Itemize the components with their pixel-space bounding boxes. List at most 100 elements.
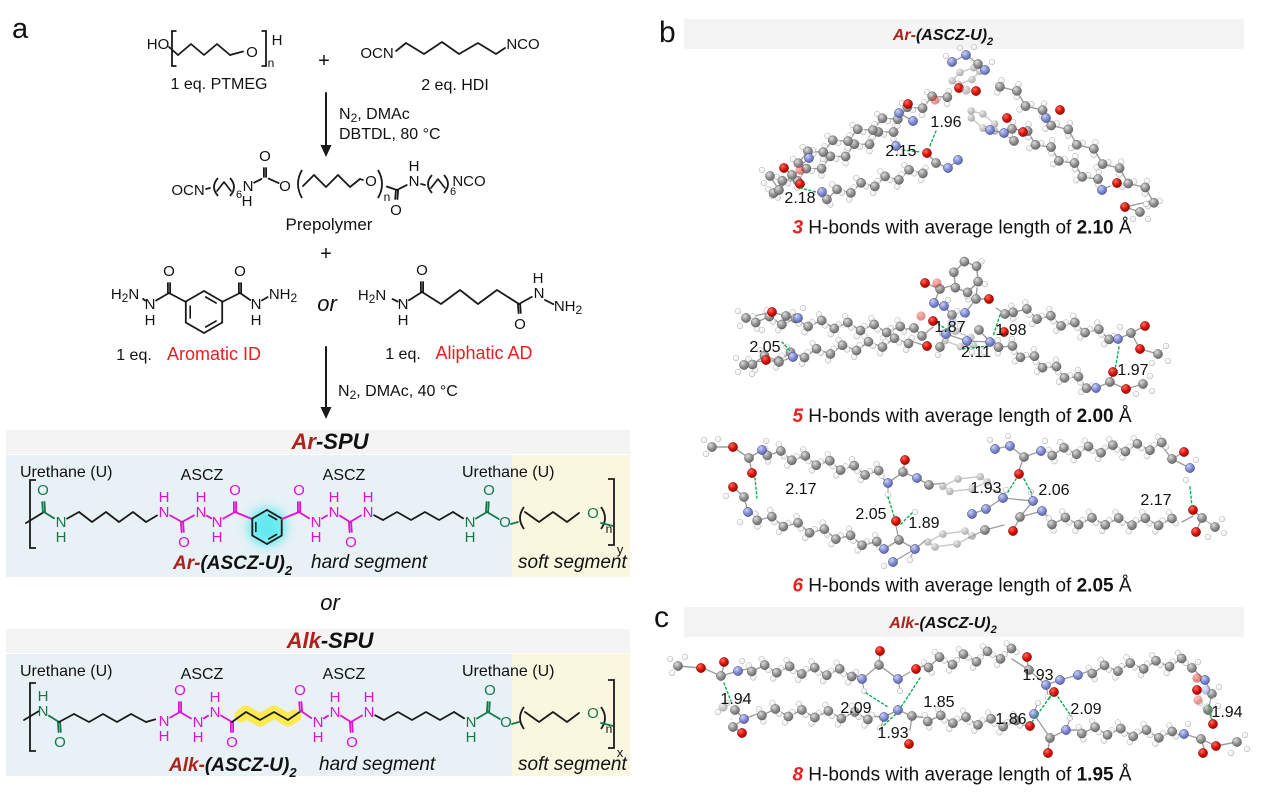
svg-text:H: H <box>242 193 253 210</box>
svg-text:2.05: 2.05 <box>749 339 780 356</box>
svg-text:H: H <box>145 312 156 329</box>
svg-text:Urethane (U): Urethane (U) <box>462 663 554 680</box>
svg-text:a: a <box>12 13 29 45</box>
svg-text:HO: HO <box>147 36 170 53</box>
svg-text:H: H <box>193 729 204 746</box>
svg-text:O: O <box>587 705 599 722</box>
svg-text:2.11: 2.11 <box>961 344 991 361</box>
svg-text:N: N <box>145 296 156 313</box>
svg-text:H: H <box>38 688 49 705</box>
svg-text:Ar-SPU: Ar-SPU <box>290 429 369 454</box>
svg-text:N: N <box>251 296 262 313</box>
svg-text:Urethane (U): Urethane (U) <box>462 464 554 481</box>
svg-text:NCO: NCO <box>506 36 539 53</box>
svg-text:O: O <box>416 262 428 279</box>
svg-text:N: N <box>196 504 207 521</box>
svg-text:2.09: 2.09 <box>840 700 871 717</box>
svg-text:O: O <box>345 534 357 551</box>
svg-text:OCN: OCN <box>171 182 204 199</box>
svg-text:hard segment: hard segment <box>311 552 428 573</box>
svg-text:ASCZ: ASCZ <box>181 666 224 683</box>
svg-text:O: O <box>234 263 246 280</box>
svg-text:1.93: 1.93 <box>1022 667 1053 684</box>
svg-text:OCN: OCN <box>360 45 393 62</box>
svg-text:O: O <box>174 682 186 699</box>
svg-text:ASCZ: ASCZ <box>181 467 224 484</box>
svg-text:ASCZ: ASCZ <box>323 666 366 683</box>
svg-text:N: N <box>210 704 221 721</box>
svg-text:Urethane (U): Urethane (U) <box>20 464 112 481</box>
svg-text:N: N <box>409 173 420 190</box>
svg-text:O: O <box>229 482 241 499</box>
svg-text:1.94: 1.94 <box>720 691 751 708</box>
svg-text:b: b <box>659 16 676 49</box>
svg-text:O: O <box>37 482 49 499</box>
svg-text:Aliphatic AD: Aliphatic AD <box>435 343 532 363</box>
svg-text:soft segment: soft segment <box>518 754 627 775</box>
svg-text:O: O <box>587 505 599 522</box>
svg-text:5 H-bonds with average length: 5 H-bonds with average length of 2.00 Å <box>792 406 1131 427</box>
svg-text:2.05: 2.05 <box>855 506 886 523</box>
svg-text:n: n <box>606 522 613 536</box>
svg-text:3 H-bonds with average length: 3 H-bonds with average length of 2.10 Å <box>792 218 1131 239</box>
svg-text:H: H <box>409 158 420 175</box>
svg-text:H: H <box>330 689 341 706</box>
svg-text:N: N <box>398 296 409 313</box>
svg-text:N: N <box>363 504 374 521</box>
svg-text:soft segment: soft segment <box>518 552 627 573</box>
svg-text:N: N <box>534 285 545 302</box>
svg-text:Prepolymer: Prepolymer <box>286 215 373 234</box>
svg-text:2.15: 2.15 <box>885 143 916 160</box>
svg-text:2.17: 2.17 <box>1140 492 1171 509</box>
svg-text:hard segment: hard segment <box>319 754 436 775</box>
svg-text:O: O <box>293 482 305 499</box>
svg-text:H: H <box>272 32 283 49</box>
svg-text:c: c <box>654 601 669 634</box>
svg-text:N: N <box>159 504 170 521</box>
svg-text:O: O <box>484 682 496 699</box>
svg-text:2.18: 2.18 <box>784 190 815 207</box>
svg-text:N: N <box>38 703 49 720</box>
svg-text:Urethane (U): Urethane (U) <box>20 663 112 680</box>
svg-text:or: or <box>320 590 341 615</box>
svg-text:Aromatic ID: Aromatic ID <box>167 344 261 364</box>
svg-text:2 eq. HDI: 2 eq. HDI <box>421 77 489 94</box>
svg-text:H: H <box>251 312 262 329</box>
svg-text:O: O <box>226 734 238 751</box>
svg-text:1.96: 1.96 <box>930 114 961 131</box>
svg-text:H: H <box>159 489 170 506</box>
svg-text:H: H <box>465 529 476 546</box>
svg-text:H: H <box>159 728 170 745</box>
svg-text:H: H <box>329 489 340 506</box>
svg-text:2.17: 2.17 <box>785 481 816 498</box>
svg-text:ASCZ: ASCZ <box>323 467 366 484</box>
svg-text:1.93: 1.93 <box>970 480 1001 497</box>
svg-text:O: O <box>246 44 258 61</box>
svg-text:1.94: 1.94 <box>1211 704 1242 721</box>
svg-text:n: n <box>268 56 275 70</box>
svg-text:1.86: 1.86 <box>995 711 1026 728</box>
svg-text:1 eq.: 1 eq. <box>116 347 152 364</box>
svg-text:1.93: 1.93 <box>877 725 908 742</box>
svg-text:H: H <box>311 529 322 546</box>
svg-text:6 H-bonds with average length: 6 H-bonds with average length of 2.05 Å <box>792 576 1131 597</box>
svg-text:O: O <box>294 682 306 699</box>
svg-text:O: O <box>483 482 495 499</box>
svg-text:O: O <box>346 734 358 751</box>
svg-text:1.97: 1.97 <box>1117 362 1148 379</box>
svg-text:H: H <box>466 729 477 746</box>
svg-text:Alk-SPU: Alk-SPU <box>286 628 375 653</box>
svg-text:1.85: 1.85 <box>923 694 954 711</box>
svg-text:N: N <box>364 704 375 721</box>
svg-text:H: H <box>363 489 374 506</box>
svg-text:1 eq. PTMEG: 1 eq. PTMEG <box>171 76 268 93</box>
svg-text:O: O <box>54 734 66 751</box>
svg-text:O: O <box>279 178 291 195</box>
svg-text:H: H <box>398 312 409 329</box>
svg-text:+: + <box>320 243 332 265</box>
svg-text:H: H <box>212 529 223 546</box>
svg-text:2.09: 2.09 <box>1070 701 1101 718</box>
svg-text:N2, DMAc: N2, DMAc <box>339 106 410 125</box>
svg-text:H: H <box>196 489 207 506</box>
svg-text:NCO: NCO <box>452 173 485 190</box>
